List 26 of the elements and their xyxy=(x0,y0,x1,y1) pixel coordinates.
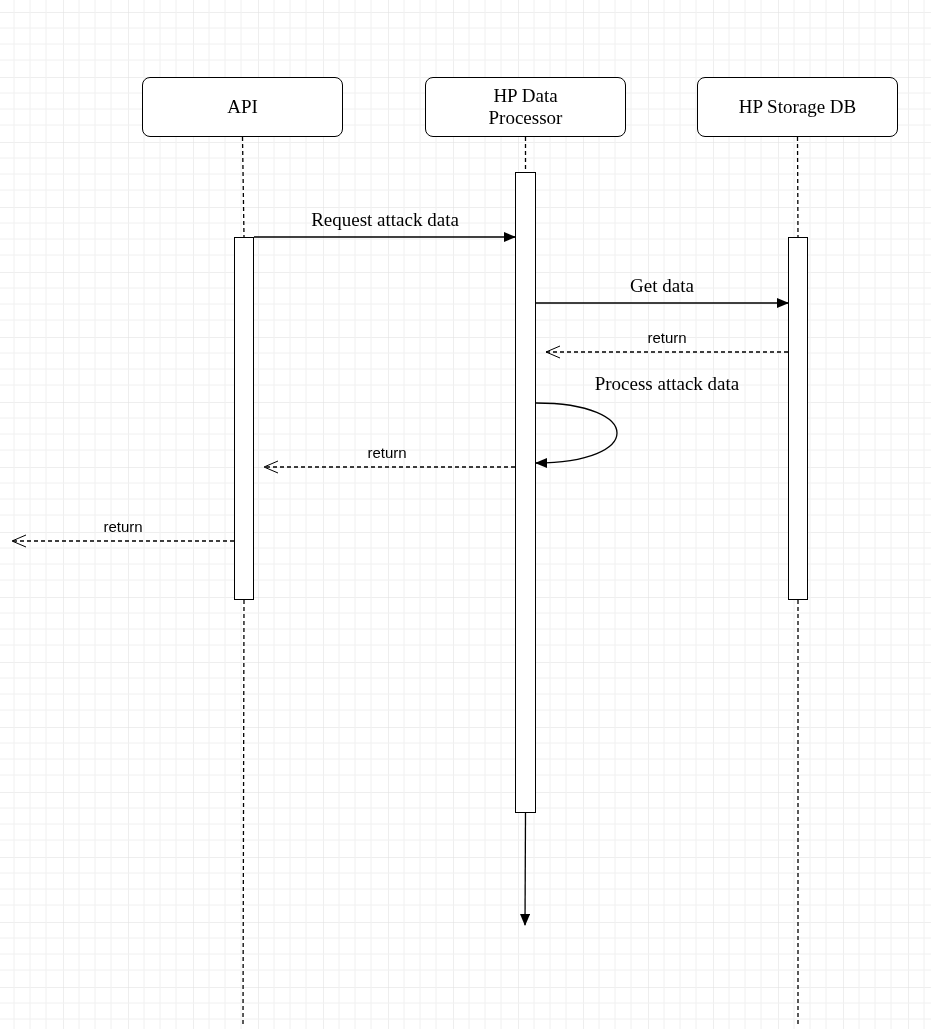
message-arrow xyxy=(253,232,516,242)
edge-label: Get data xyxy=(630,273,694,298)
edge-label: Request attack data xyxy=(311,207,459,232)
edge-label: return xyxy=(647,327,687,348)
activation-bar xyxy=(515,172,536,813)
participant-name: API xyxy=(227,96,258,118)
edge-label: Process attack data xyxy=(594,371,740,396)
message-arrow xyxy=(520,812,531,926)
return-arrow xyxy=(263,460,516,474)
activation-bar xyxy=(234,237,254,600)
participant-name: HP Storage DB xyxy=(738,96,857,118)
participant-box xyxy=(697,77,898,137)
activation-bar xyxy=(788,237,808,600)
participant-box xyxy=(142,77,343,137)
return-arrow xyxy=(545,345,789,359)
edge-label: return xyxy=(367,442,407,463)
lifeline xyxy=(796,136,799,238)
lifeline xyxy=(241,136,245,238)
edge-label: return xyxy=(103,516,143,537)
self-message-arrow xyxy=(535,402,618,468)
participant-name: HP Data Processor xyxy=(487,85,564,129)
lifeline xyxy=(797,599,799,1026)
message-arrow xyxy=(535,298,789,308)
lifeline xyxy=(242,599,245,1026)
participant-box xyxy=(425,77,626,137)
return-arrow xyxy=(11,534,235,548)
